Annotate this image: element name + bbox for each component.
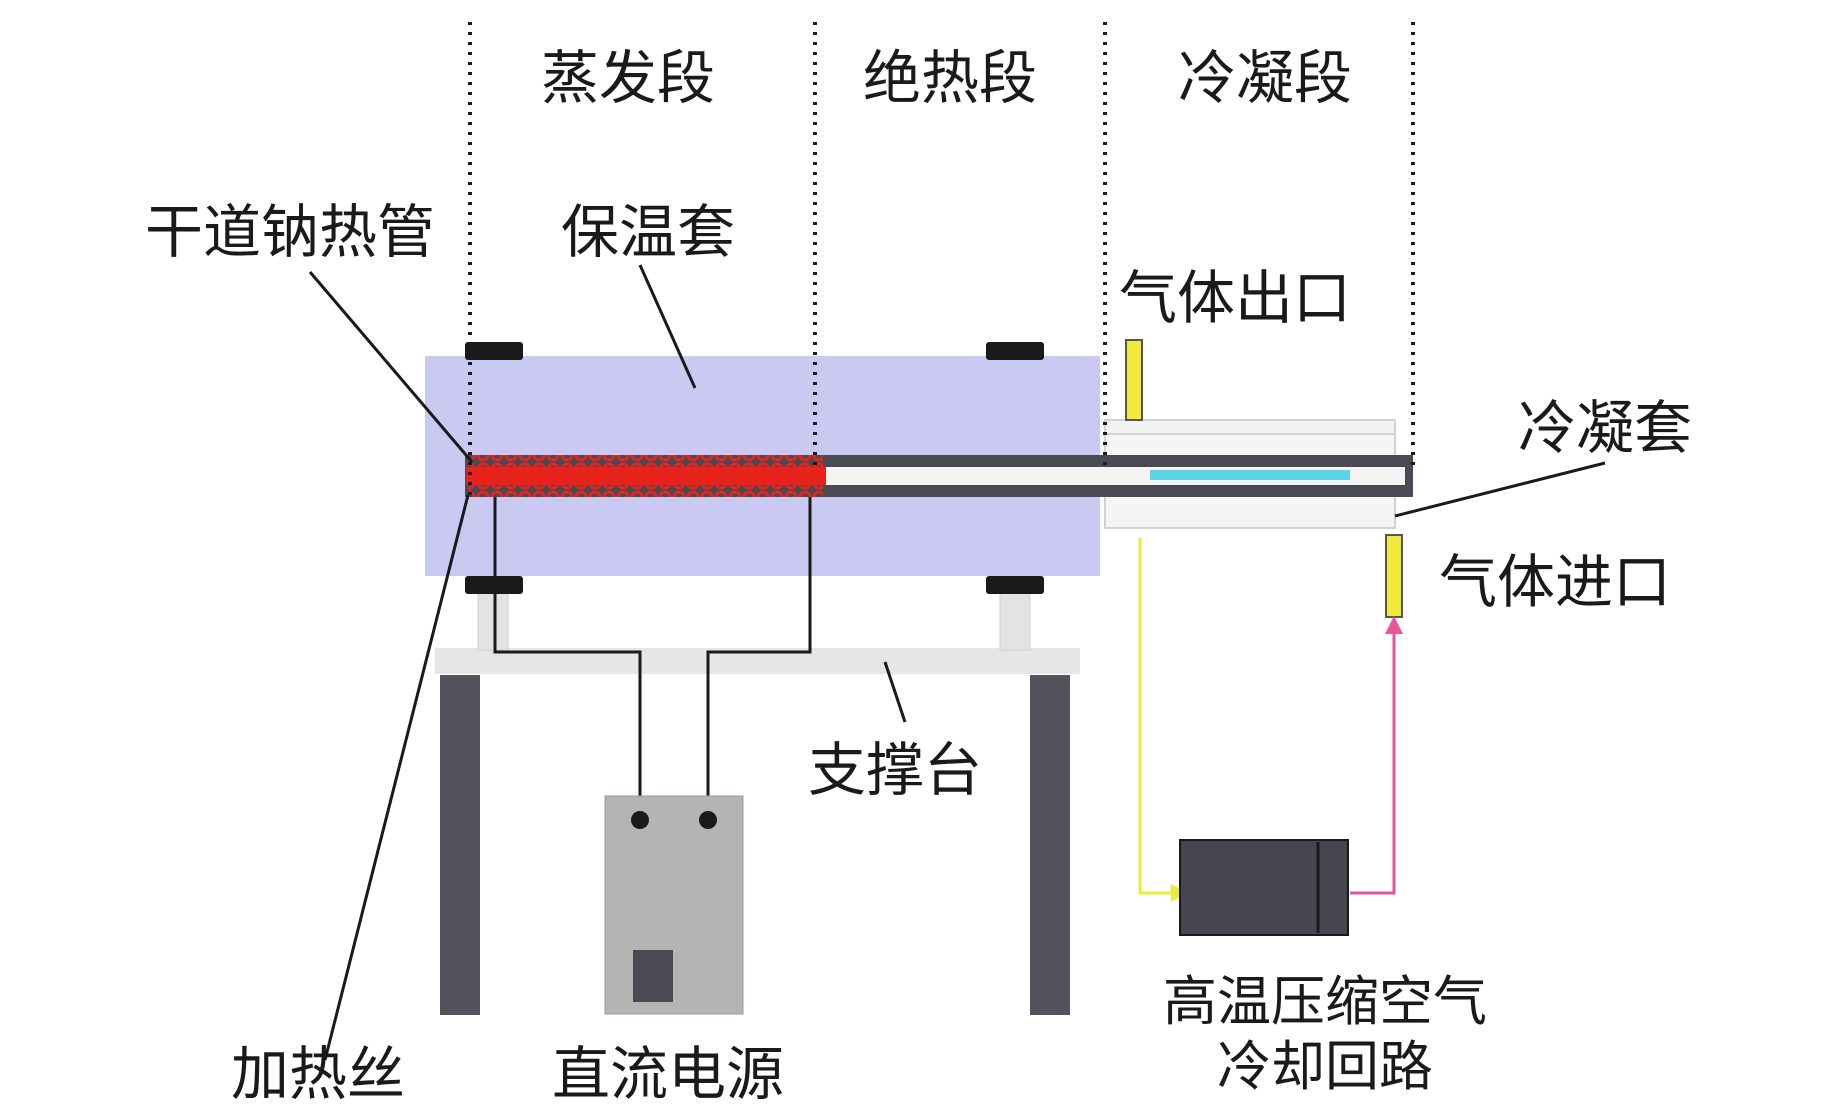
heating-coil-bottom: [468, 483, 823, 497]
dc-terminal-right: [699, 811, 717, 829]
table-leg-right: [1030, 675, 1070, 1015]
outlet-flow-line: [1138, 538, 1189, 902]
air-compressor: [1179, 839, 1349, 936]
power-wire-left: [493, 497, 642, 820]
section-label-adiabatic: 绝热段: [863, 44, 1037, 112]
label-cooling-loop-line2: 冷却回路: [1217, 1035, 1433, 1098]
label-condensing-jacket: 冷凝套: [1518, 394, 1692, 462]
label-support-table: 支撑台: [808, 736, 982, 804]
gas-outlet-port: [1125, 339, 1143, 421]
power-wire-right: [706, 497, 812, 820]
condensing-jacket-top: [1104, 419, 1396, 435]
label-cooling-loop-line1: 高温压缩空气: [1163, 970, 1487, 1033]
label-heat-pipe: 干道钠热管: [145, 198, 435, 266]
coolant-channel: [1150, 470, 1350, 480]
table-leg-left: [440, 675, 480, 1015]
dc-power-supply: [604, 795, 744, 1015]
gas-inlet-port: [1385, 534, 1403, 618]
heating-core: [466, 467, 826, 485]
leader-support-table: [883, 661, 907, 723]
clamp-top-right: [986, 342, 1044, 360]
clamp-post-left: [477, 587, 509, 651]
heating-coil-top: [468, 455, 823, 469]
inlet-flow-line: [1350, 616, 1403, 895]
label-gas-outlet: 气体出口: [1119, 264, 1351, 332]
clamp-bottom-right: [986, 576, 1044, 594]
label-insulation: 保温套: [561, 198, 735, 266]
leader-condensing-jacket: [1394, 461, 1606, 518]
dc-terminal-left: [631, 811, 649, 829]
label-gas-inlet: 气体进口: [1439, 548, 1671, 616]
leader-insulation: [638, 264, 697, 389]
leader-heat-pipe: [308, 271, 474, 463]
clamp-post-right: [999, 587, 1031, 651]
dc-power-display: [633, 950, 673, 1002]
leader-heating-wire: [323, 494, 470, 1061]
clamp-top-left: [465, 342, 523, 360]
section-label-evaporator: 蒸发段: [541, 44, 715, 112]
label-dc-power: 直流电源: [552, 1040, 784, 1108]
label-heating-wire: 加热丝: [231, 1040, 405, 1108]
section-label-condenser: 冷凝段: [1178, 44, 1352, 112]
